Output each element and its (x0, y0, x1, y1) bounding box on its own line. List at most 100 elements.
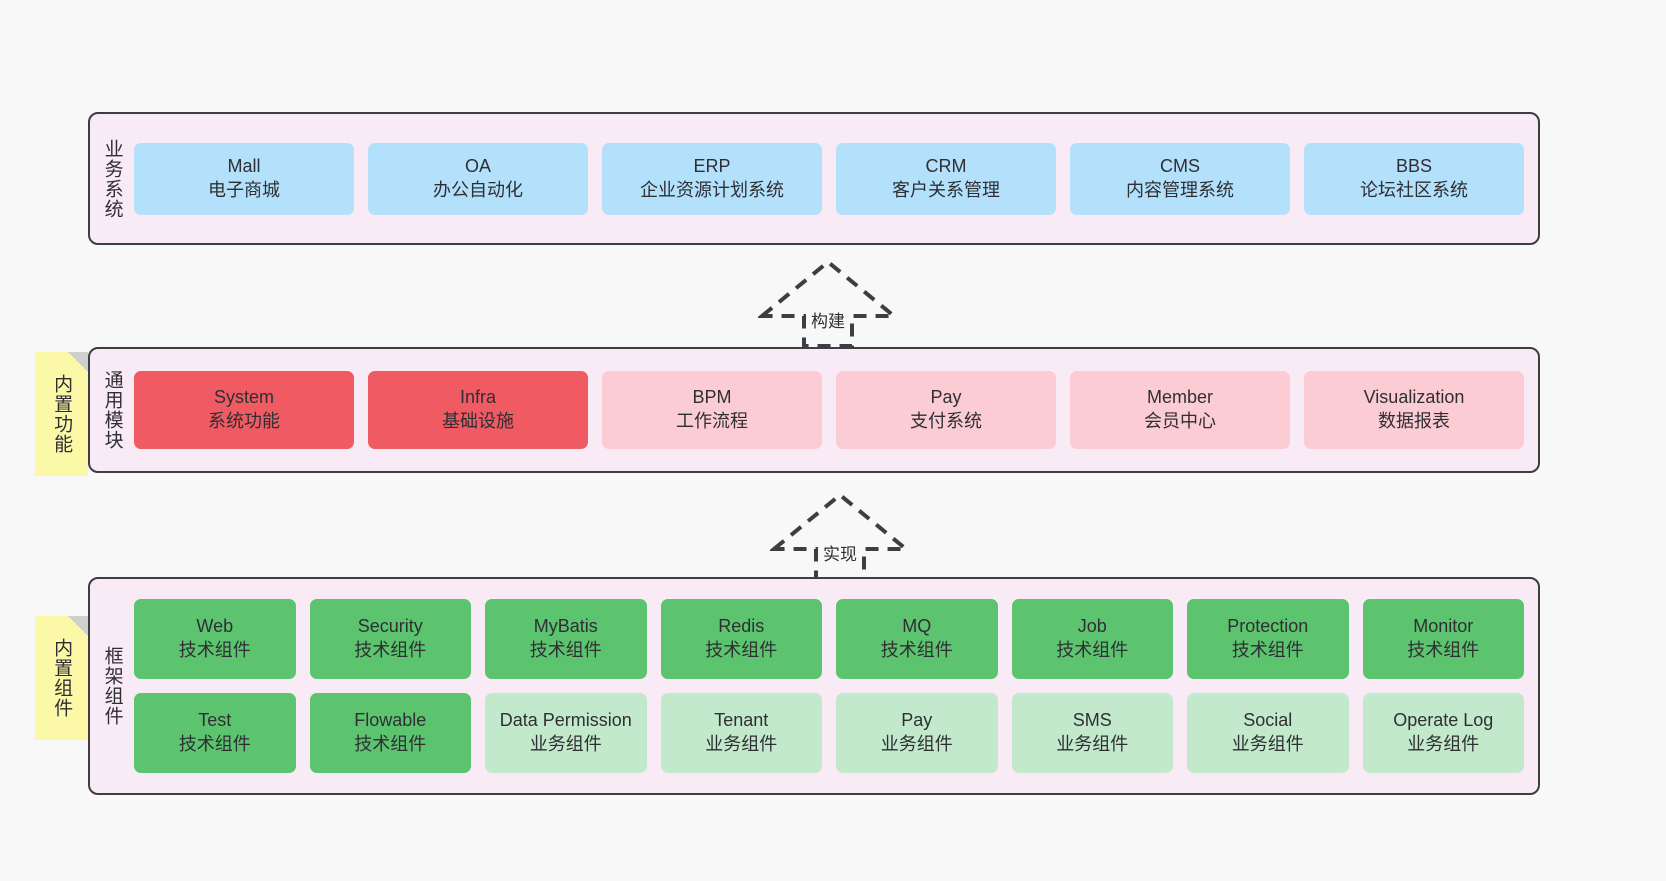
node-visualization[interactable]: Visualization 数据报表 (1304, 371, 1524, 449)
node-redis-primary: Redis (718, 616, 765, 637)
layer-body-common-module: System 系统功能 Infra 基础设施 BPM 工作流程 Pay 支付系统… (134, 349, 1538, 471)
layer-business-system: 业务系统 Mall 电子商城 OA 办公自动化 ERP 企业资源计划系统 CRM… (88, 112, 1540, 245)
row: Test 技术组件 Flowable 技术组件 Data Permission … (134, 693, 1524, 773)
node-security[interactable]: Security 技术组件 (309, 599, 471, 679)
note-builtin-component-label: 内置组件 (51, 638, 73, 718)
node-flowable[interactable]: Flowable 技术组件 (309, 693, 471, 773)
node-job[interactable]: Job 技术组件 (1011, 599, 1173, 679)
node-tenant-primary: Tenant (714, 710, 769, 731)
node-job-primary: Job (1077, 616, 1107, 637)
note-builtin-component: 内置组件 (35, 616, 88, 740)
node-operate-log[interactable]: Operate Log 业务组件 (1362, 693, 1524, 773)
node-pay-module-primary: Pay (930, 387, 962, 408)
layer-framework-component: 框架组件 Web 技术组件 Security 技术组件 MyBatis 技术组件… (88, 577, 1540, 795)
node-mall-secondary: 电子商城 (208, 179, 280, 200)
node-bbs-primary: BBS (1395, 155, 1433, 176)
node-cms-primary: CMS (1160, 155, 1200, 176)
node-pay-module[interactable]: Pay 支付系统 (836, 371, 1056, 449)
note-fold-icon (68, 352, 88, 372)
node-operate-log-secondary: 业务组件 (1407, 734, 1480, 754)
node-redis[interactable]: Redis 技术组件 (660, 599, 822, 679)
node-mybatis-primary: MyBatis (533, 616, 598, 637)
node-operate-log-primary: Operate Log (1393, 710, 1494, 731)
node-security-secondary: 技术组件 (354, 640, 427, 660)
node-tenant[interactable]: Tenant 业务组件 (660, 693, 822, 773)
node-data-permission[interactable]: Data Permission 业务组件 (485, 693, 647, 773)
node-social-primary: Social (1243, 710, 1293, 731)
node-system-primary: System (213, 387, 274, 408)
node-data-permission-secondary: 业务组件 (529, 734, 602, 754)
node-redis-secondary: 技术组件 (705, 640, 778, 660)
layer-body-framework-component: Web 技术组件 Security 技术组件 MyBatis 技术组件 Redi… (134, 579, 1538, 793)
node-pay-component-primary: Pay (901, 710, 933, 731)
node-pay-module-secondary: 支付系统 (910, 411, 982, 431)
node-security-primary: Security (357, 616, 423, 637)
node-flowable-primary: Flowable (354, 710, 427, 731)
node-monitor[interactable]: Monitor 技术组件 (1362, 599, 1524, 679)
node-mall[interactable]: Mall 电子商城 (134, 142, 354, 215)
node-bpm-secondary: 工作流程 (676, 411, 748, 431)
node-web[interactable]: Web 技术组件 (134, 599, 296, 679)
node-visualization-primary: Visualization (1363, 387, 1465, 408)
node-infra-secondary: 基础设施 (442, 411, 514, 431)
node-pay-component-secondary: 业务组件 (880, 734, 953, 754)
node-system[interactable]: System 系统功能 (134, 371, 354, 449)
node-protection[interactable]: Protection 技术组件 (1187, 599, 1349, 679)
node-mq[interactable]: MQ 技术组件 (836, 599, 998, 679)
node-member-secondary: 会员中心 (1144, 411, 1216, 431)
row: System 系统功能 Infra 基础设施 BPM 工作流程 Pay 支付系统… (134, 371, 1524, 449)
node-sms[interactable]: SMS 业务组件 (1011, 693, 1173, 773)
implement-arrow-label: 实现 (823, 545, 857, 564)
implement-arrow: 实现 (768, 489, 912, 581)
node-sms-secondary: 业务组件 (1056, 734, 1129, 754)
node-visualization-secondary: 数据报表 (1378, 411, 1450, 431)
node-member[interactable]: Member 会员中心 (1070, 371, 1290, 449)
node-flowable-secondary: 技术组件 (354, 734, 427, 754)
build-arrow: 构建 (756, 256, 900, 348)
node-oa[interactable]: OA 办公自动化 (368, 142, 588, 215)
node-monitor-secondary: 技术组件 (1407, 640, 1480, 660)
node-mall-primary: Mall (227, 155, 261, 176)
node-oa-secondary: 办公自动化 (433, 179, 523, 200)
node-crm-secondary: 客户关系管理 (892, 179, 1000, 200)
node-erp-primary: ERP (693, 155, 731, 176)
node-web-primary: Web (196, 616, 234, 637)
node-mybatis[interactable]: MyBatis 技术组件 (485, 599, 647, 679)
node-mq-secondary: 技术组件 (880, 640, 953, 660)
note-builtin-function-label: 内置功能 (51, 374, 73, 454)
row: Mall 电子商城 OA 办公自动化 ERP 企业资源计划系统 CRM 客户关系… (134, 142, 1524, 215)
node-erp[interactable]: ERP 企业资源计划系统 (602, 142, 822, 215)
note-fold-icon (68, 616, 88, 636)
node-system-secondary: 系统功能 (208, 411, 280, 431)
node-sms-primary: SMS (1072, 710, 1112, 731)
node-social[interactable]: Social 业务组件 (1187, 693, 1349, 773)
node-test[interactable]: Test 技术组件 (134, 693, 296, 773)
node-infra-primary: Infra (459, 387, 497, 408)
implement-arrow-glyph (768, 492, 912, 581)
node-web-secondary: 技术组件 (178, 640, 251, 660)
note-builtin-function: 内置功能 (35, 352, 88, 476)
node-test-primary: Test (198, 710, 232, 731)
node-monitor-primary: Monitor (1413, 616, 1474, 637)
node-protection-secondary: 技术组件 (1231, 640, 1304, 660)
node-bbs[interactable]: BBS 论坛社区系统 (1304, 142, 1524, 215)
layer-title-common-module: 通用模块 (101, 370, 123, 450)
build-arrow-glyph (756, 259, 900, 348)
node-cms-secondary: 内容管理系统 (1126, 179, 1234, 200)
node-data-permission-primary: Data Permission (499, 710, 632, 731)
node-erp-secondary: 企业资源计划系统 (640, 179, 784, 200)
node-protection-primary: Protection (1227, 616, 1309, 637)
node-crm[interactable]: CRM 客户关系管理 (836, 142, 1056, 215)
node-pay-component[interactable]: Pay 业务组件 (836, 693, 998, 773)
layer-title-framework-component: 框架组件 (101, 646, 123, 726)
node-mybatis-secondary: 技术组件 (529, 640, 602, 660)
node-crm-primary: CRM (925, 155, 967, 176)
node-infra[interactable]: Infra 基础设施 (368, 371, 588, 449)
node-mq-primary: MQ (902, 616, 932, 637)
node-social-secondary: 业务组件 (1231, 734, 1304, 754)
node-oa-primary: OA (464, 155, 491, 176)
build-arrow-label: 构建 (811, 312, 845, 331)
row: Web 技术组件 Security 技术组件 MyBatis 技术组件 Redi… (134, 599, 1524, 679)
node-bpm[interactable]: BPM 工作流程 (602, 371, 822, 449)
node-cms[interactable]: CMS 内容管理系统 (1070, 142, 1290, 215)
